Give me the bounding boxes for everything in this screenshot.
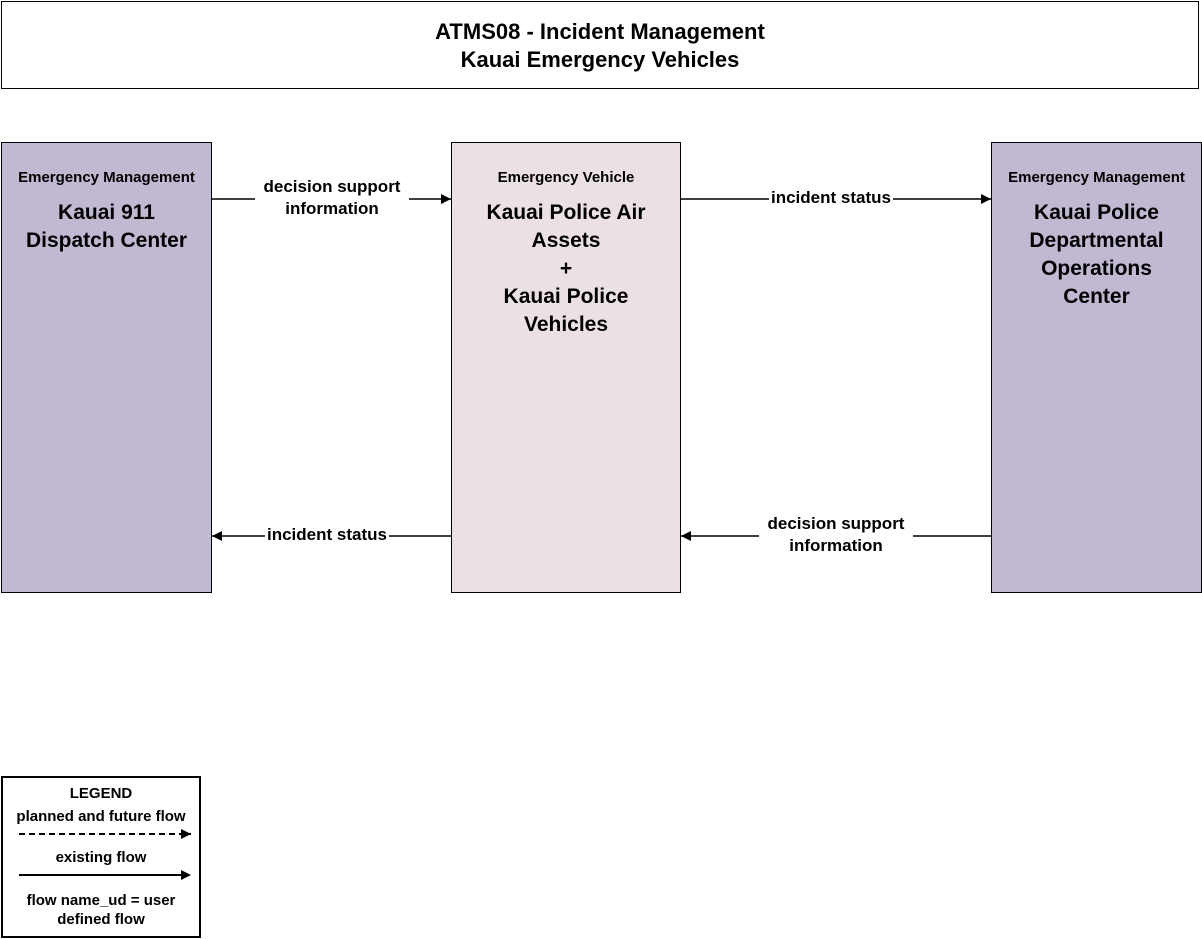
node-name-line: Operations (1041, 257, 1152, 280)
node-name-line: + (559, 257, 573, 280)
node-name-line: Kauai Police (503, 285, 629, 308)
node-name-label: Kauai 911 Dispatch Center (25, 201, 188, 252)
node-kauai-police-vehicles: Emergency Vehicle Kauai Police Air Asset… (451, 142, 681, 593)
flow-label-top-right: incident status (769, 187, 893, 209)
flow-label-top-left: decision support information (255, 176, 409, 220)
node-name-line: Departmental (1029, 229, 1164, 252)
legend-ud-label-line1: flow name_ud = user (26, 892, 176, 909)
legend-solid-arrow (19, 870, 191, 880)
node-name-label: Kauai Police Departmental Operations Cen… (992, 199, 1201, 311)
legend-planned-label: planned and future flow (16, 808, 186, 825)
node-name-line: Vehicles (523, 313, 609, 336)
flow-label-line: information (285, 199, 379, 218)
legend-dashed-arrow (19, 829, 191, 839)
flow-label-line: information (789, 536, 883, 555)
node-type-label: Emergency Vehicle (497, 169, 635, 186)
node-name-line: Kauai Police Air (486, 201, 646, 224)
legend-ud-label-line2: defined flow (57, 911, 145, 928)
diagram-title-box: ATMS08 - Incident Management Kauai Emerg… (1, 1, 1199, 89)
legend-title: LEGEND (69, 785, 133, 802)
diagram-title: ATMS08 - Incident Management (435, 19, 765, 44)
node-type-label: Emergency Management (18, 169, 195, 186)
diagram-subtitle: Kauai Emergency Vehicles (460, 47, 740, 72)
node-name-label: Kauai Police Air Assets + Kauai Police V… (452, 199, 680, 339)
flow-label-text: incident status (267, 525, 387, 544)
node-name-line: Kauai Police (1034, 201, 1159, 224)
flow-label-text: incident status (771, 188, 891, 207)
legend: LEGEND planned and future flow existing … (1, 776, 201, 938)
node-name-line: Center (1063, 285, 1130, 308)
node-kauai-911-dispatch: Emergency Management Kauai 911 Dispatch … (1, 142, 212, 593)
legend-existing-label: existing flow (55, 849, 147, 866)
flow-label-bottom-left: incident status (265, 524, 389, 546)
flow-label-line: decision support (263, 177, 401, 196)
node-kauai-police-doc: Emergency Management Kauai Police Depart… (991, 142, 1202, 593)
flow-label-bottom-right: decision support information (759, 513, 913, 557)
flow-label-line: decision support (767, 514, 905, 533)
node-type-label: Emergency Management (1008, 169, 1185, 186)
node-name-line: Assets (531, 229, 601, 252)
